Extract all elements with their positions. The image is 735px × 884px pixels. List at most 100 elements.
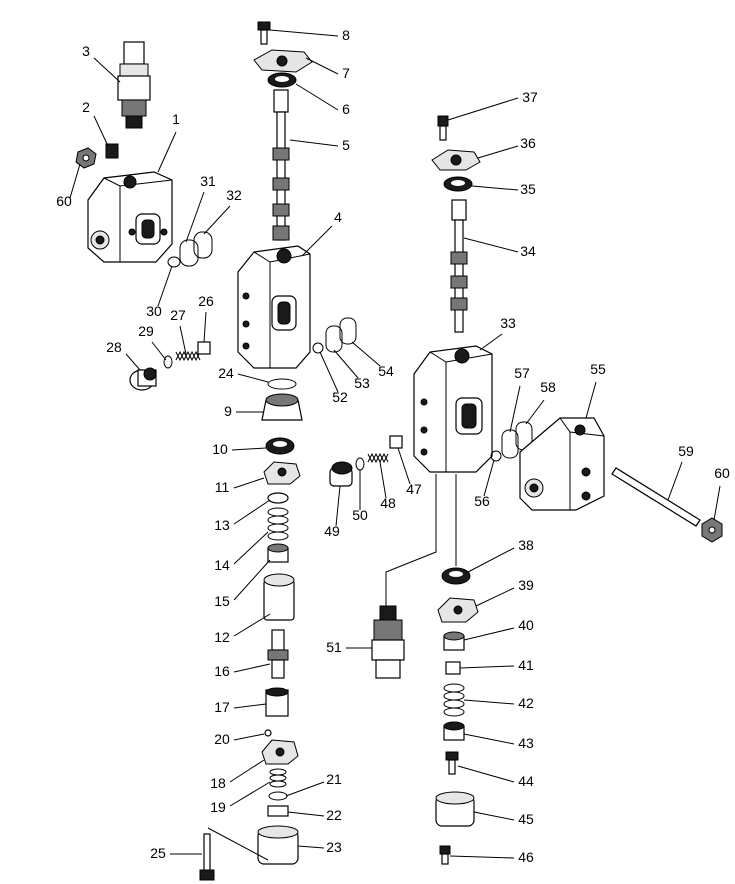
leader-line-38 — [467, 547, 515, 573]
part-59-stud-bolt — [611, 467, 701, 527]
part-48-spring — [367, 452, 389, 464]
part-39-flange — [437, 597, 479, 623]
callout-label-25: 25 — [150, 845, 166, 861]
callout-label-51: 51 — [326, 639, 342, 655]
part-24-o-ring — [267, 378, 297, 390]
leader-line-7 — [305, 57, 339, 75]
part-20-ball — [264, 729, 272, 737]
callout-label-53: 53 — [354, 375, 370, 391]
leader-line-15 — [233, 559, 271, 601]
part-4-valve-body — [237, 245, 311, 369]
leader-line-29 — [151, 341, 167, 361]
part-60-nut-right — [701, 517, 723, 543]
leader-line-48 — [379, 461, 387, 499]
callout-label-33: 33 — [500, 315, 516, 331]
leader-line-19 — [229, 781, 271, 807]
callout-label-31: 31 — [200, 173, 216, 189]
callout-label-28: 28 — [106, 339, 122, 355]
part-3-valve-cartridge — [117, 41, 151, 129]
part-38-seal — [441, 567, 471, 585]
leader-line-52 — [319, 351, 339, 393]
callout-label-57: 57 — [514, 365, 530, 381]
callout-label-10: 10 — [212, 441, 228, 457]
leader-line-39 — [475, 587, 515, 607]
callout-label-4: 4 — [334, 209, 342, 225]
callout-label-14: 14 — [214, 557, 230, 573]
callout-label-60: 60 — [56, 193, 72, 209]
leader-line-32 — [203, 205, 231, 235]
callout-label-8: 8 — [342, 27, 350, 43]
leader-line-3 — [93, 57, 121, 83]
part-51-valve-cartridge — [371, 605, 405, 679]
leader-line-17 — [233, 703, 267, 709]
callout-label-21: 21 — [326, 771, 342, 787]
callout-label-56: 56 — [474, 493, 490, 509]
callout-label-3: 3 — [82, 43, 90, 59]
callout-label-41: 41 — [518, 657, 534, 673]
part-1-valve-body — [87, 171, 173, 263]
leader-line-36 — [477, 145, 519, 159]
part-34-spool — [450, 199, 468, 333]
part-2-plug — [105, 143, 119, 159]
leader-line-22 — [287, 811, 325, 817]
callout-label-9: 9 — [224, 403, 232, 419]
callout-label-26: 26 — [198, 293, 214, 309]
leader-line-30 — [157, 265, 173, 307]
callout-label-43: 43 — [518, 735, 534, 751]
part-9-cap — [261, 393, 303, 421]
part-53-seal — [325, 325, 343, 353]
leader-line-35 — [471, 185, 519, 191]
part-15-seat — [267, 543, 289, 563]
callout-label-54: 54 — [378, 363, 394, 379]
leader-line-53 — [333, 349, 359, 379]
callout-label-55: 55 — [590, 361, 606, 377]
callout-label-13: 13 — [214, 517, 230, 533]
callout-label-45: 45 — [518, 811, 534, 827]
leader-line-57 — [509, 385, 521, 433]
leader-line-1 — [157, 131, 177, 173]
leader-line-27 — [179, 325, 187, 355]
part-41-spacer — [445, 661, 461, 675]
leader-line-31 — [185, 191, 205, 243]
leader-line-33 — [479, 333, 503, 351]
leader-line-18 — [229, 759, 265, 783]
callout-label-37: 37 — [522, 89, 538, 105]
part-29-o-ring — [163, 355, 173, 369]
callout-label-50: 50 — [352, 507, 368, 523]
leader-line-26 — [203, 311, 207, 343]
leader-line-24 — [237, 373, 269, 383]
part-55-end-cover — [519, 417, 605, 511]
part-25-long-bolt — [199, 833, 215, 881]
part-54-seal — [339, 317, 357, 345]
part-30-o-ring — [167, 256, 181, 268]
leader-line-40 — [463, 627, 515, 641]
leader-line-49 — [335, 485, 341, 527]
part-43-seat — [443, 721, 465, 741]
callout-label-40: 40 — [518, 617, 534, 633]
part-18-flange — [261, 739, 299, 765]
part-49-plug — [329, 461, 353, 487]
leader-line-37 — [447, 97, 519, 121]
part-26-poppet — [197, 341, 211, 355]
leader-line-10 — [231, 447, 267, 451]
part-13-retainer — [267, 492, 289, 504]
callout-label-44: 44 — [518, 773, 534, 789]
callout-label-6: 6 — [342, 101, 350, 117]
part-28-plug — [129, 367, 157, 391]
part-50-o-ring — [355, 457, 365, 471]
part-33-valve-body — [413, 345, 493, 473]
leader-line-45 — [473, 811, 515, 821]
leader-line-23 — [297, 845, 325, 849]
part-22-seat — [267, 805, 289, 817]
callout-label-52: 52 — [332, 389, 348, 405]
leader-line-58 — [525, 399, 545, 425]
callout-label-20: 20 — [214, 731, 230, 747]
leader-line-28 — [125, 353, 141, 371]
part-32-seal — [193, 231, 213, 259]
part-37-bolt — [437, 115, 449, 141]
part-31-seal — [179, 239, 199, 267]
assembly-guide-lines — [207, 474, 457, 861]
callout-label-42: 42 — [518, 695, 534, 711]
leader-line-43 — [463, 733, 515, 745]
